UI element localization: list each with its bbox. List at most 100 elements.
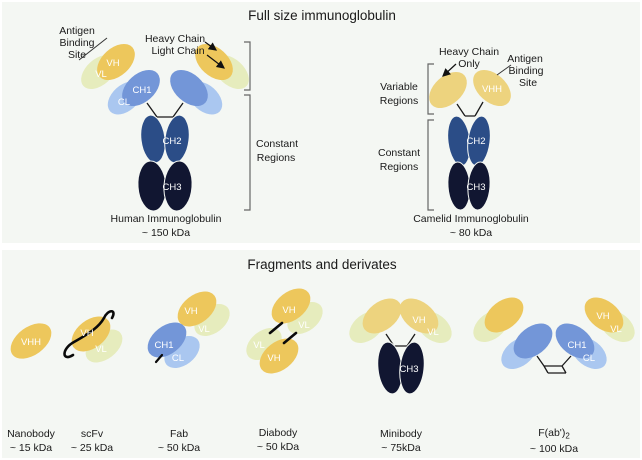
heavy-chain-only-arrow — [442, 63, 457, 77]
human-ch3-label: CH3 — [162, 182, 181, 193]
human-mass: ~ 150 kDa — [142, 227, 190, 239]
human-annotations: Antigen Binding Site Heavy Chain Light C… — [59, 25, 298, 211]
human-immunoglobulin-diagram: VH VL CH1 CL CH2 CH3 Human Immunoglobuli… — [81, 43, 249, 239]
fab2-name: F(ab')2 — [538, 427, 570, 441]
camelid-immunoglobulin-diagram: VHH CH2 CH3 Camelid Immunoglobulin ~ 80 … — [413, 69, 529, 239]
fab2-ch1-label: CH1 — [567, 340, 586, 351]
human-antigen-binding-line3: Site — [68, 49, 86, 61]
diabody-vh-top-domain — [271, 288, 311, 324]
light-chain-arrow — [206, 54, 226, 69]
diabody-vh-bottom-label: VH — [267, 353, 280, 364]
scfv-peptide-linker — [63, 309, 115, 359]
human-heavy-chain-label: Heavy Chain — [145, 33, 205, 45]
camelid-annotations: Heavy Chain Only Antigen Binding Site Va… — [378, 46, 544, 211]
human-ch1-right-domain — [170, 69, 208, 107]
minibody-mass: ~ 75kDa — [381, 442, 421, 454]
fab-vl-label: VL — [198, 324, 210, 335]
human-variable-region-bracket — [244, 41, 251, 91]
human-antigen-binding-leader-line — [78, 37, 108, 61]
human-cl-label: CL — [118, 97, 130, 108]
minibody-vh-label: VH — [412, 315, 425, 326]
fab2-diagram: VH VL CH1 CL F(ab')2 ~ 100 kDa — [473, 297, 635, 455]
fab2-vh-right-domain — [584, 297, 624, 333]
scfv-mass: ~ 25 kDa — [71, 442, 113, 454]
fab2-vl-label: VL — [610, 324, 622, 335]
human-caption: Human Immunoglobulin — [111, 213, 222, 225]
camelid-mass: ~ 80 kDa — [450, 227, 492, 239]
fab-ch1-label: CH1 — [154, 340, 173, 351]
fab2-ch1-left-domain — [513, 323, 553, 359]
diabody-linker-1 — [268, 321, 284, 335]
full-size-immunoglobulin-panel: Full size immunoglobulin VH VL CH1 CL CH… — [2, 2, 640, 243]
human-vl-label: VL — [95, 69, 107, 80]
camelid-hinge-lines — [456, 101, 484, 117]
human-ch1-label: CH1 — [132, 85, 151, 96]
camelid-constant-regions-line2: Regions — [380, 161, 419, 173]
nanobody-vhh-label: VHH — [21, 337, 41, 348]
camelid-constant-region-bracket — [427, 119, 434, 211]
diabody-diagram: VH VL VL VH Diabody ~ 50 kDa — [246, 288, 323, 453]
human-constant-regions-line2: Regions — [257, 152, 296, 164]
fab2-ch1-right-domain — [555, 323, 595, 359]
human-ch1-left-domain — [122, 69, 160, 107]
camelid-ch2-label: CH2 — [466, 136, 485, 147]
camelid-variable-regions-line2: Regions — [380, 95, 419, 107]
fab-name: Fab — [170, 428, 188, 440]
camelid-constant-regions-line1: Constant — [378, 147, 420, 159]
scfv-diagram: VH VL scFv ~ 25 kDa — [63, 309, 123, 454]
human-vh-right-domain — [195, 43, 233, 81]
fab-vh-label: VH — [184, 306, 197, 317]
fab2-cl-label: CL — [583, 353, 595, 364]
human-vh-left-domain — [97, 43, 135, 81]
camelid-vhh-left-domain — [429, 71, 467, 109]
top-panel-background — [2, 2, 640, 243]
fab-vh-domain — [177, 291, 217, 327]
scfv-vl-label: VL — [95, 344, 107, 355]
nanobody-mass: ~ 15 kDa — [10, 442, 52, 454]
camelid-antigen-binding-leader-line — [496, 64, 512, 76]
minibody-vh-left-domain — [362, 298, 402, 334]
camelid-heavy-chain-line1: Heavy Chain — [439, 46, 499, 58]
diabody-linker-2 — [282, 331, 298, 345]
fab2-vh-left-domain — [484, 297, 524, 333]
minibody-ch3-label: CH3 — [399, 364, 418, 375]
nanobody-diagram: VHH Nanobody ~ 15 kDa — [7, 323, 56, 454]
nanobody-vhh-domain — [10, 323, 52, 359]
fab-ch1-domain — [147, 322, 187, 358]
camelid-antigen-binding-line2: Binding — [508, 65, 543, 77]
fab2-disulfide-hinge — [536, 355, 572, 374]
camelid-heavy-chain-line2: Only — [458, 58, 480, 70]
human-constant-region-bracket — [244, 94, 251, 211]
human-ch3-right-domain — [163, 160, 193, 212]
human-hinge-lines — [146, 102, 184, 118]
camelid-antigen-binding-line3: Site — [519, 77, 537, 89]
fab-mass: ~ 50 kDa — [158, 442, 200, 454]
fab2-vh-label: VH — [596, 311, 609, 322]
fab-diagram: VH VL CH1 CL Fab ~ 50 kDa — [147, 291, 230, 454]
heavy-chain-arrow — [204, 41, 218, 51]
camelid-caption: Camelid Immunoglobulin — [413, 213, 529, 225]
camelid-ch3-right-domain — [467, 161, 491, 211]
human-ch2-label: CH2 — [162, 136, 181, 147]
fab-hinge-stub — [154, 353, 164, 364]
camelid-antigen-binding-line1: Antigen — [507, 53, 543, 65]
diabody-vh-bottom-domain — [259, 338, 299, 374]
camelid-ch3-label: CH3 — [466, 182, 485, 193]
camelid-variable-region-bracket — [427, 63, 434, 115]
minibody-vh-right-domain — [399, 298, 439, 334]
diabody-name: Diabody — [259, 427, 298, 439]
human-antigen-binding-line1: Antigen — [59, 25, 95, 37]
diabody-vh-top-label: VH — [282, 305, 295, 316]
scfv-name: scFv — [81, 428, 104, 440]
nanobody-name: Nanobody — [7, 428, 56, 440]
scfv-vh-label: VH — [80, 328, 93, 339]
minibody-diagram: VH VL CH3 Minibody ~ 75kDa — [349, 298, 452, 454]
fab-cl-label: CL — [172, 353, 184, 364]
diabody-vl-bottom-label: VL — [253, 340, 265, 351]
camelid-variable-regions-line1: Variable — [380, 81, 418, 93]
diabody-vl-top-label: VL — [298, 320, 310, 331]
minibody-ch3-right-domain — [399, 341, 425, 395]
minibody-vl-label: VL — [427, 327, 439, 338]
camelid-vhh-label: VHH — [482, 84, 502, 95]
minibody-name: Minibody — [380, 428, 423, 440]
